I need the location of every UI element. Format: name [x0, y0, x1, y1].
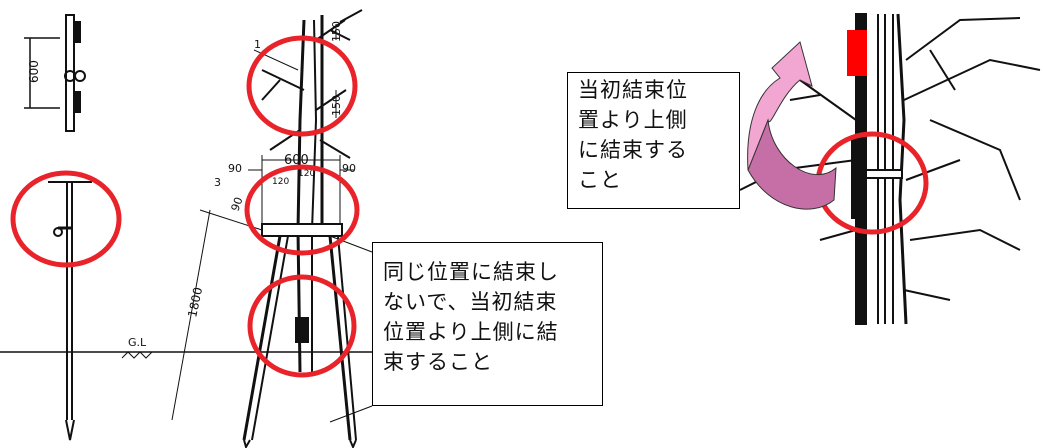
highlight-circles — [10, 35, 360, 378]
upward-curved-arrow-icon — [747, 41, 837, 210]
callout-upper-binding-note: 当初結束位 置より上側 に結束する こと — [567, 72, 740, 209]
highlight-circle-tree-top — [246, 35, 358, 137]
highlight-circle-base — [247, 274, 357, 378]
dim-600-span: 600 — [284, 153, 309, 168]
dim-90-right: 90 — [342, 162, 356, 175]
callout-base-binding-note: 同じ位置に結束し ないで、当初結束 位置より上側に結 束すること — [372, 242, 603, 406]
single-stake-drawing — [48, 181, 92, 441]
red-marker — [847, 30, 867, 76]
ground-label: G.L — [128, 336, 147, 349]
dim-90-left: 90 — [228, 162, 242, 175]
dim-150-upper: 150 — [330, 21, 343, 42]
dim-90-slant: 90 — [229, 195, 246, 213]
part-label-3: 3 — [214, 176, 221, 189]
main-tree-dimensions — [171, 24, 354, 421]
highlight-circle-single-stake — [10, 170, 122, 268]
main-tree-drawing — [242, 9, 363, 448]
dim-150-lower: 150 — [330, 95, 343, 116]
callout-2-leader-2 — [329, 405, 373, 423]
zoomed-detail-drawing — [739, 13, 1041, 325]
part-label-1: 1 — [254, 38, 261, 51]
dim-120-b: 120 — [272, 177, 289, 187]
binding-detail-drawing — [24, 14, 86, 132]
callout-2-leader-1 — [329, 235, 373, 253]
dim-1800: 1800 — [185, 286, 205, 319]
dim-600-vertical: 600 — [27, 60, 41, 83]
ground-hatch — [121, 351, 153, 359]
dim-120: 120 — [298, 169, 315, 179]
highlight-circle-crossbar — [244, 164, 360, 256]
